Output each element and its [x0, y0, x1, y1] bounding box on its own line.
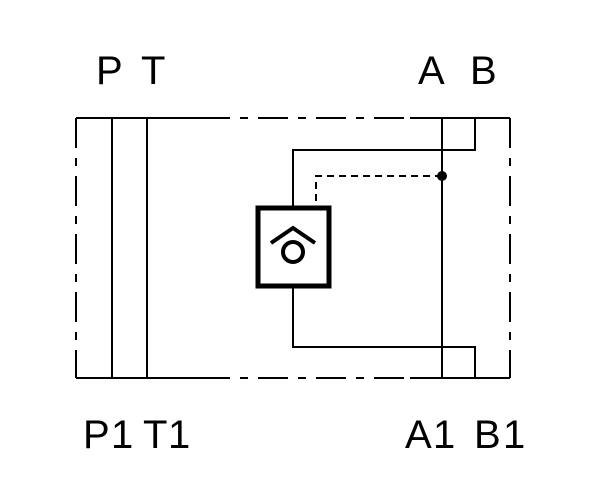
check-valve-housing	[255, 205, 332, 289]
port-label-t1: T 1	[143, 413, 190, 457]
port-label-a1: A 1	[405, 413, 455, 457]
port-label-t: T	[141, 49, 165, 93]
port-label-p1-main: P	[83, 413, 110, 457]
check-valve-seat	[269, 225, 317, 245]
port-label-b1: B 1	[474, 413, 525, 457]
port-label-a1-main: A	[405, 413, 432, 457]
port-label-b1-main: B	[474, 413, 501, 457]
port-label-b1-sub: 1	[503, 413, 525, 457]
port-label-b: B	[470, 49, 497, 93]
passage-b-top	[292, 118, 476, 206]
port-label-t1-main: T	[143, 413, 167, 457]
port-label-p: P	[96, 49, 123, 93]
junction-dot	[437, 171, 447, 181]
check-valve-ball	[281, 240, 305, 264]
port-label-t1-sub: 1	[168, 413, 190, 457]
passage-b-bottom	[292, 287, 476, 378]
check-valve-icon	[255, 205, 332, 289]
port-label-a1-sub: 1	[433, 413, 455, 457]
port-label-p1: P 1	[83, 413, 133, 457]
pilot-line	[315, 175, 442, 206]
port-label-a: A	[418, 49, 445, 93]
port-label-p1-sub: 1	[111, 413, 133, 457]
